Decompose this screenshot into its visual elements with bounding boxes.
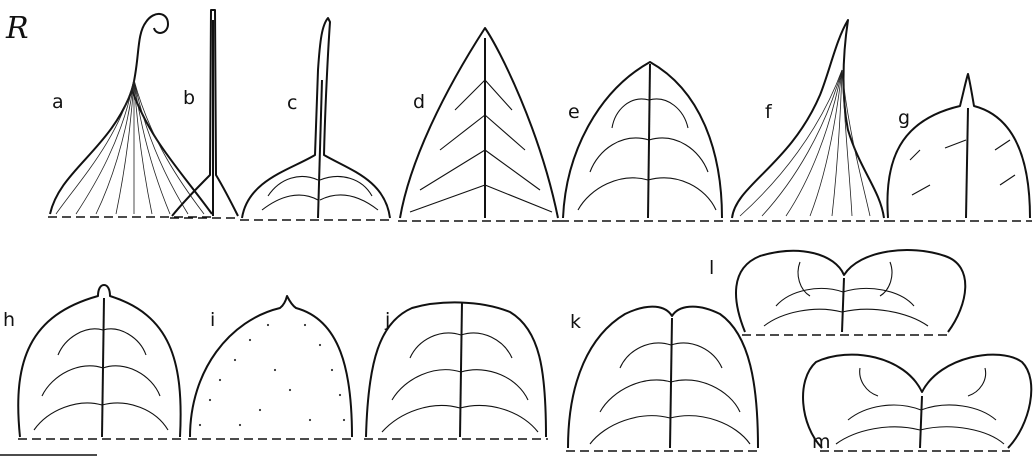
- leaf-i-stippling: [199, 324, 345, 426]
- leaf-l: l: [709, 250, 965, 335]
- leaf-j: j: [364, 302, 548, 439]
- label-k: k: [570, 311, 581, 333]
- leaf-f-striations: [740, 70, 870, 216]
- leaf-m: m: [803, 355, 1031, 453]
- label-a: a: [52, 91, 64, 113]
- leaf-f: f: [730, 20, 886, 221]
- label-c: c: [287, 92, 297, 114]
- corner-mark: R: [5, 11, 29, 46]
- leaf-a-striations: [56, 80, 204, 214]
- leaf-k: k: [566, 307, 760, 451]
- label-e: e: [568, 101, 580, 123]
- label-d: d: [413, 91, 425, 113]
- leaf-g: g: [886, 74, 1032, 221]
- leaf-i: i: [188, 296, 354, 439]
- leaf-b: b: [170, 10, 240, 218]
- label-g: g: [898, 107, 910, 129]
- label-b: b: [183, 87, 195, 109]
- label-h: h: [3, 309, 15, 331]
- label-i: i: [210, 309, 215, 331]
- label-f: f: [765, 101, 773, 123]
- leaf-c: c: [240, 18, 392, 220]
- label-j: j: [384, 309, 390, 331]
- leaf-a: a: [48, 14, 214, 217]
- leaf-e: e: [560, 62, 724, 221]
- label-m: m: [812, 431, 831, 453]
- leaf-d: d: [398, 28, 560, 221]
- label-l: l: [709, 257, 714, 279]
- leaf-h: h: [3, 285, 182, 439]
